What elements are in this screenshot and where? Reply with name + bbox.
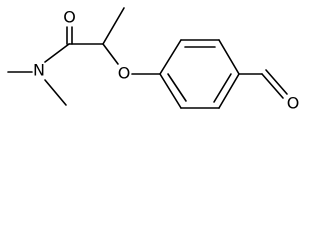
ring-inner-double-left xyxy=(167,73,187,102)
ring-inner-double-right xyxy=(213,73,232,103)
ring-bond-6 xyxy=(159,73,182,109)
ring-bond-4 xyxy=(218,73,240,109)
ring-bond-1 xyxy=(159,39,182,75)
bond-carbonyl-nitrogen xyxy=(44,43,70,63)
bond-aldehyde-double-a xyxy=(261,73,284,99)
bond-alpha-ether-oxygen xyxy=(102,43,119,65)
aldehyde-oxygen-label: O xyxy=(287,94,300,113)
amide-nitrogen-label: N xyxy=(33,61,45,80)
ether-oxygen-label: O xyxy=(118,64,131,83)
bond-alpha-methyl xyxy=(102,7,125,45)
bond-aldehyde-double-b xyxy=(265,69,288,95)
ring-bond-3 xyxy=(218,39,240,75)
carbonyl-oxygen-label: O xyxy=(63,8,76,27)
molecule-diagram: O N O O xyxy=(7,7,300,113)
bond-nitrogen-methyl-down xyxy=(44,79,67,106)
